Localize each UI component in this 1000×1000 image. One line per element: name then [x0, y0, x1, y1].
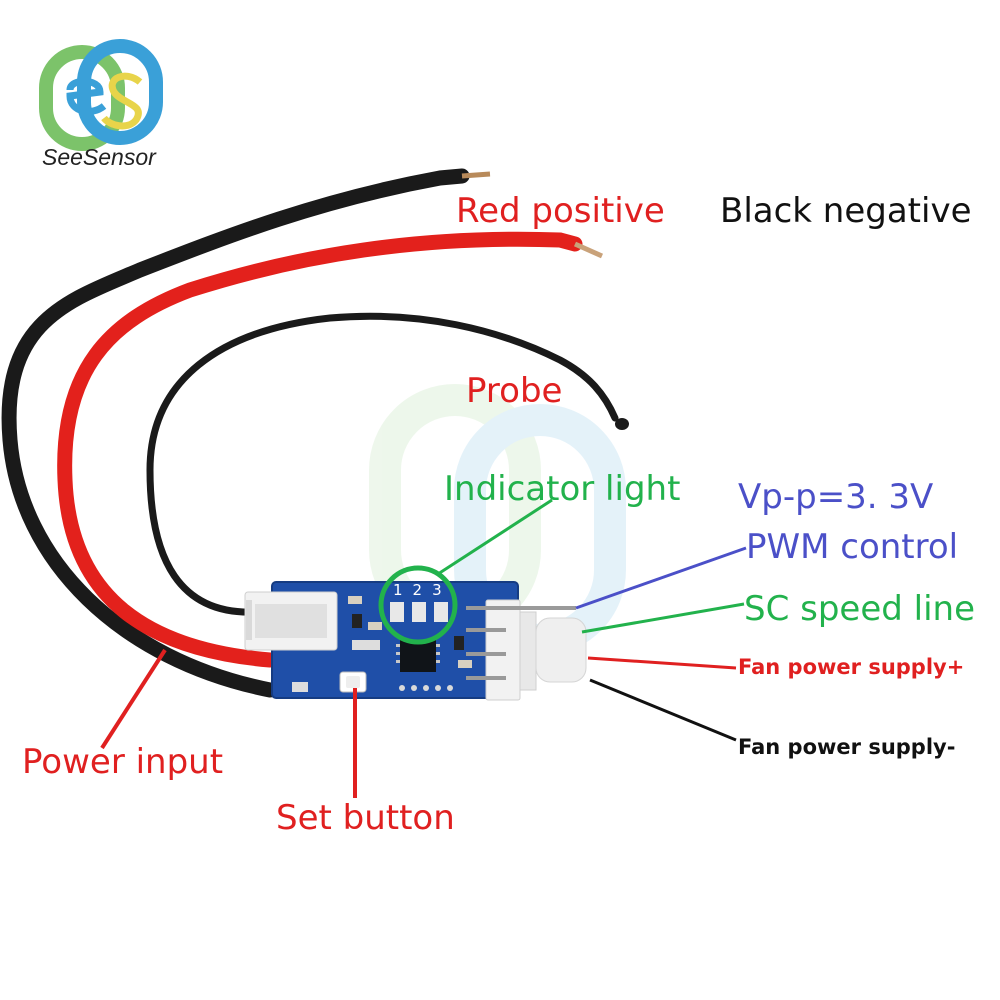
solder-pads — [399, 685, 453, 691]
power-input-label: Power input — [22, 742, 224, 782]
red-wire-tip — [573, 241, 604, 259]
power-pointer — [100, 648, 167, 750]
black-wire — [1, 168, 470, 698]
black-negative-label: Black negative — [720, 191, 972, 231]
set-button-label: Set button — [276, 798, 455, 838]
indicator-pin-numbers: 123 — [393, 581, 452, 599]
black-wire-tip — [461, 171, 491, 179]
vpp-label: Vp-p=3. 3V — [738, 477, 934, 517]
fan-connector — [485, 599, 521, 701]
probe-label: Probe — [466, 371, 563, 411]
fan-power-minus-label: Fan power supply- — [738, 735, 956, 759]
fan-plus-pointer — [587, 656, 737, 670]
pwm-control-label: PWM control — [746, 527, 959, 567]
sc-pointer — [581, 602, 745, 634]
pwm-pointer — [575, 546, 747, 610]
indicator-light-label: Indicator light — [444, 469, 681, 509]
fan-minus-pointer — [589, 678, 737, 742]
fan-pins — [466, 606, 576, 680]
sc-speed-line-label: SC speed line — [744, 589, 976, 629]
red-positive-label: Red positive — [456, 191, 665, 231]
indicator-highlight-circle — [378, 565, 458, 645]
probe-tip — [615, 418, 629, 430]
red-wire — [57, 231, 583, 668]
fan-power-plus-label: Fan power supply+ — [738, 655, 965, 679]
brand-name: SeeSensor — [42, 144, 156, 170]
indicator-leds — [390, 602, 448, 622]
seesensor-logo-icon — [39, 39, 163, 151]
probe-wire — [146, 312, 619, 616]
indicator-pointer — [437, 498, 553, 576]
smd-components — [292, 596, 472, 692]
ic-chip — [400, 640, 436, 672]
